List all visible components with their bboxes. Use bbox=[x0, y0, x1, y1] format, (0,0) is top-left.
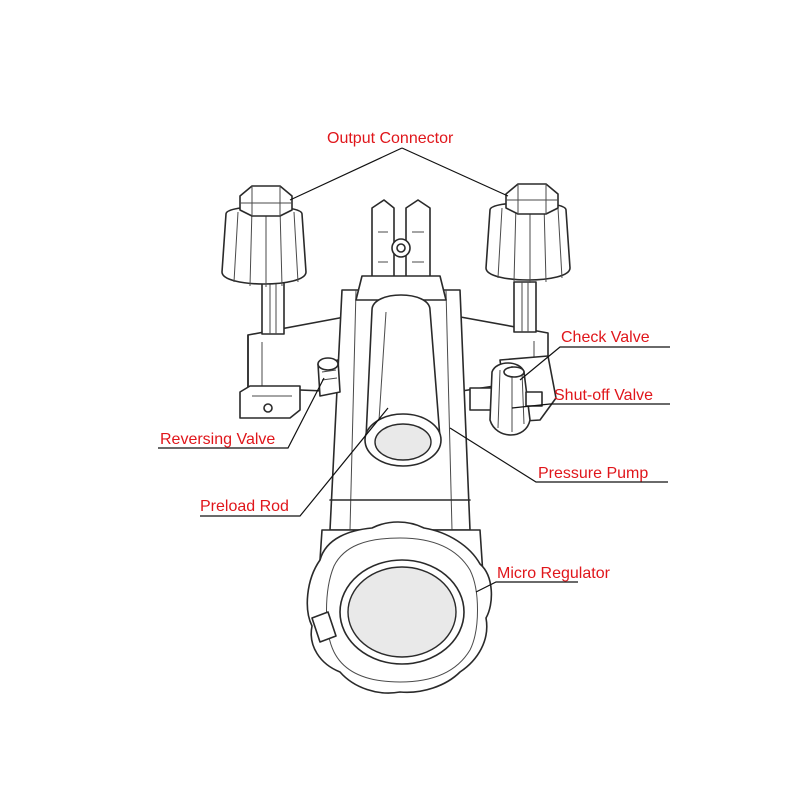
leader-check-valve bbox=[519, 346, 670, 381]
label-check-valve: Check Valve bbox=[561, 329, 650, 346]
leader-shutoff-valve bbox=[511, 403, 670, 409]
leader-reversing-valve bbox=[158, 377, 325, 449]
leader-lines bbox=[158, 147, 670, 593]
label-preload-rod: Preload Rod bbox=[200, 498, 289, 515]
leader-output-connector bbox=[289, 147, 509, 201]
leader-micro-regulator bbox=[475, 581, 578, 593]
part-labels: Output Connector Check Valve Shut-off Va… bbox=[160, 130, 653, 582]
shutoff-valve-knob bbox=[469, 362, 543, 436]
output-connector-right bbox=[485, 183, 571, 333]
pump-clevis bbox=[355, 199, 447, 301]
leader-preload-rod bbox=[200, 407, 389, 517]
preload-rod bbox=[364, 294, 442, 467]
device-illustration bbox=[221, 183, 571, 694]
leader-pressure-pump bbox=[449, 427, 668, 483]
label-output-connector: Output Connector bbox=[327, 130, 454, 147]
label-reversing-valve: Reversing Valve bbox=[160, 431, 275, 448]
label-pressure-pump: Pressure Pump bbox=[538, 465, 648, 482]
label-shutoff-valve: Shut-off Valve bbox=[554, 387, 653, 404]
micro-regulator-wheel bbox=[306, 521, 493, 694]
output-connector-left bbox=[221, 185, 307, 335]
reversing-valve bbox=[317, 357, 341, 397]
label-micro-regulator: Micro Regulator bbox=[497, 565, 611, 582]
